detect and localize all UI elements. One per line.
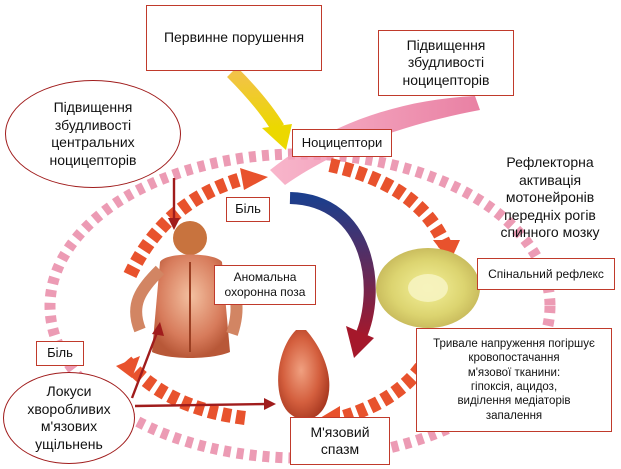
abnormal-posture-box: Аномальна охоронна поза <box>214 265 316 305</box>
spinal-reflex-label: Спінальний рефлекс <box>488 267 604 282</box>
pain-bottom-box: Біль <box>36 341 84 366</box>
spinal-cord-core <box>408 274 448 302</box>
muscle-image <box>278 330 329 420</box>
pain-top-box: Біль <box>226 197 270 222</box>
nociceptors-label: Ноцицептори <box>302 135 382 151</box>
trigger-points-label: Локуси хворобливих м'язових ущільнень <box>27 383 110 453</box>
tension-effect-label: Тривале напруження погіршує кровопостача… <box>433 337 595 423</box>
reflex-activation-label: Рефлекторна активація мотонейронів перед… <box>482 154 618 242</box>
nociceptors-box: Ноцицептори <box>292 129 392 157</box>
peripheral-sensitization-label: Підвищення збудливості ноцицепторів <box>403 37 490 90</box>
pain-bottom-label: Біль <box>47 345 73 361</box>
central-sensitization-ellipse: Підвищення збудливості центральних ноциц… <box>5 80 181 188</box>
peripheral-sensitization-box: Підвищення збудливості ноцицепторів <box>378 30 514 96</box>
tension-effect-box: Тривале напруження погіршує кровопостача… <box>416 328 612 432</box>
abnormal-posture-label: Аномальна охоронна поза <box>225 270 306 300</box>
primary-disturbance-label: Первинне порушення <box>164 29 304 47</box>
spinal-reflex-box: Спінальний рефлекс <box>477 258 615 290</box>
primary-disturbance-box: Первинне порушення <box>146 5 322 71</box>
primary-arrowhead <box>262 124 292 150</box>
primary-arrow <box>232 72 278 128</box>
pain-top-label: Біль <box>235 201 261 217</box>
trigger-points-ellipse: Локуси хворобливих м'язових ущільнень <box>3 372 135 464</box>
central-sensitization-label: Підвищення збудливості центральних ноциц… <box>50 99 137 169</box>
muscle-spasm-label: М'язовий спазм <box>310 424 369 459</box>
muscle-spasm-box: М'язовий спазм <box>290 417 390 465</box>
